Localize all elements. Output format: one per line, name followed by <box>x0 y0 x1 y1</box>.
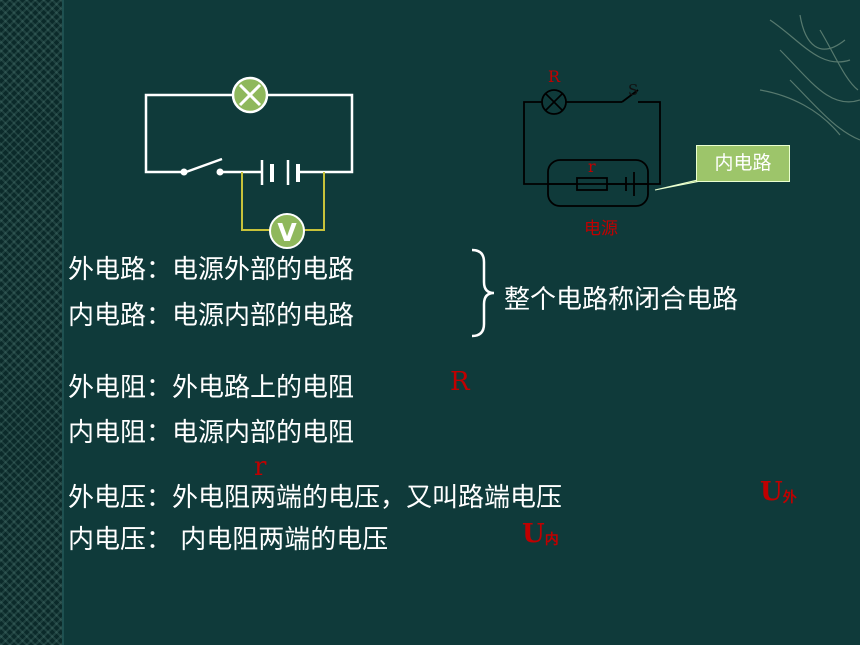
inner-resistance-text: 内电阻：电源内部的电阻 <box>68 418 355 448</box>
source-enclosure <box>547 159 649 207</box>
inner-voltage-text: 内电压： 内电阻两端的电压 <box>68 525 389 555</box>
lamp-icon <box>231 76 269 114</box>
lamp-r-icon <box>541 89 567 115</box>
inner-voltage-symbol: U内 <box>522 519 559 549</box>
outer-voltage-symbol: U外 <box>760 477 797 507</box>
cell-icon <box>625 172 648 196</box>
voltmeter-lead-left <box>241 172 270 231</box>
left-circuit: V <box>144 76 354 249</box>
inner-voltage-U: U <box>522 519 545 549</box>
voltmeter-lead-right <box>304 172 325 231</box>
inner-circuit-text: 内电路：电源内部的电路 <box>68 301 355 331</box>
voltmeter-icon: V <box>269 213 305 249</box>
outer-wire <box>523 101 661 185</box>
closed-circuit-text: 整个电路称闭合电路 <box>504 285 739 315</box>
inner-resistance-symbol: r <box>254 452 267 482</box>
battery-icon <box>260 160 300 185</box>
curly-brace <box>471 248 495 338</box>
feather-ornament <box>759 14 860 141</box>
left-wire <box>144 93 234 174</box>
outer-resistance-text: 外电阻：外电路上的电阻 <box>68 373 355 403</box>
strip-divider <box>62 0 64 645</box>
outer-resistance-symbol: R <box>450 367 470 397</box>
right-wire <box>266 93 354 174</box>
label-r: r <box>588 157 596 176</box>
right-circuit: R S r 电源 <box>523 67 717 239</box>
label-S: S <box>628 81 638 99</box>
label-R: R <box>548 67 561 86</box>
outer-voltage-U: U <box>760 477 783 507</box>
voltmeter-symbol: V <box>277 218 297 247</box>
switch-s-icon <box>621 89 639 103</box>
inner-circuit-callout: 内电路 <box>696 145 790 182</box>
inner-voltage-sub: 内 <box>544 532 559 548</box>
source-label: 电源 <box>584 219 618 239</box>
outer-voltage-text: 外电压：外电阻两端的电压，又叫路端电压 <box>68 483 563 513</box>
outer-circuit-text: 外电路：电源外部的电路 <box>68 255 355 285</box>
switch-icon <box>180 157 224 176</box>
outer-voltage-sub: 外 <box>782 490 797 506</box>
decorative-strip <box>0 0 62 645</box>
